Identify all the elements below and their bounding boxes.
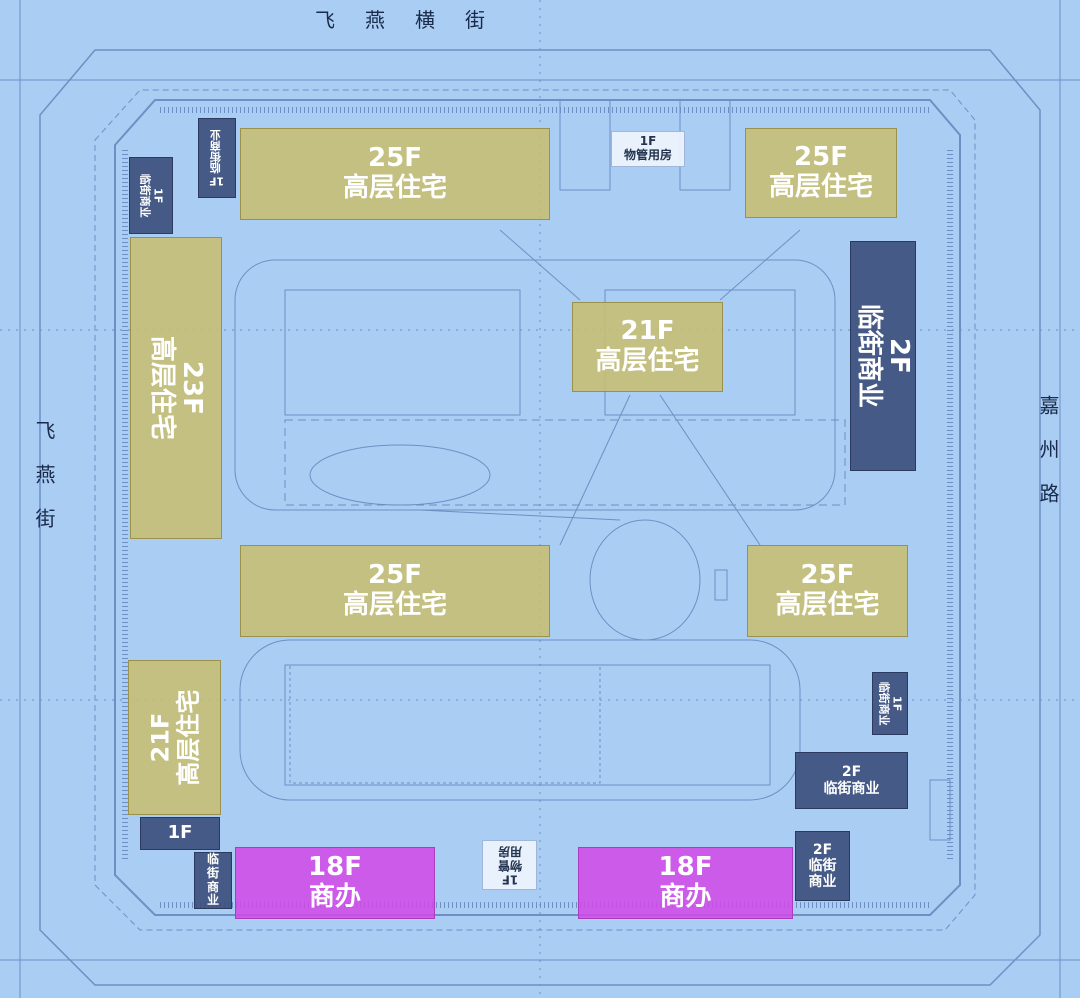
- building-use: 高层住宅: [768, 172, 873, 202]
- floor-count: 25F: [368, 560, 422, 591]
- commercial-south-west-1f: 1F: [140, 817, 220, 850]
- commercial-east: 2F 临街商业: [850, 241, 916, 471]
- building-use: 临街商业: [808, 857, 837, 891]
- building-use: 临街商业: [823, 780, 880, 797]
- rotated-label: 1F 物管用房: [495, 844, 525, 887]
- commercial-south-west-shop: 临街商业: [194, 852, 232, 909]
- floor-count: 1F: [890, 695, 904, 712]
- commercial-north-west-1: 1F 临街商业: [129, 157, 173, 234]
- building-use: 商办: [659, 882, 712, 912]
- floor-count: 1F: [639, 134, 657, 149]
- floor-count: 25F: [368, 143, 422, 174]
- building-use: 物管用房: [623, 148, 672, 162]
- building-use: 物管用房: [497, 845, 522, 873]
- floor-count: 18F: [658, 852, 713, 883]
- building-use: 高层住宅: [775, 590, 880, 620]
- office-tower-2: 18F 商办: [578, 847, 793, 919]
- rotated-label: 1F 临街商业: [209, 129, 225, 188]
- building-use: 高层住宅: [147, 335, 178, 441]
- building-use: 临街商业: [854, 303, 885, 409]
- commercial-north-west-2: 1F 临街商业: [198, 118, 236, 198]
- building-use: 临街商业: [139, 173, 152, 218]
- property-management-north: 1F 物管用房: [611, 131, 685, 167]
- floor-count: 18F: [308, 852, 362, 883]
- building-use: 临街商业: [209, 129, 223, 174]
- rotated-label: 1F 临街商业: [138, 173, 165, 218]
- rotated-label: 2F 临街商业: [853, 303, 914, 409]
- building-use: 高层住宅: [342, 590, 447, 620]
- building-use: 高层住宅: [595, 346, 700, 376]
- commercial-south-east-2: 2F 临街商业: [795, 831, 850, 901]
- property-management-south: 1F 物管用房: [482, 840, 537, 890]
- floor-count: 1F: [151, 187, 165, 204]
- street-label-west: 飞燕街: [32, 420, 56, 552]
- street-label-east: 嘉州路: [1036, 395, 1060, 527]
- residential-tower-center: 21F 高层住宅: [572, 302, 723, 392]
- floor-count: 21F: [145, 712, 174, 763]
- rotated-label: 23F 高层住宅: [146, 335, 207, 441]
- building-use: 高层住宅: [342, 173, 447, 203]
- residential-tower-north-east: 25F 高层住宅: [745, 128, 897, 218]
- building-use: 高层住宅: [173, 689, 202, 786]
- floor-count: 23F: [176, 361, 207, 415]
- rotated-label: 1F 临街商业: [877, 681, 904, 726]
- building-use: 临街商业: [878, 681, 891, 726]
- floor-count: 1F: [167, 822, 193, 844]
- residential-tower-south-2: 25F 高层住宅: [747, 545, 908, 637]
- residential-tower-south-west: 21F 高层住宅: [128, 660, 221, 815]
- commercial-south-east-1: 2F 临街商业: [795, 752, 908, 809]
- floor-count: 2F: [883, 338, 914, 374]
- floor-count: 2F: [812, 841, 833, 858]
- floor-count: 1F: [209, 174, 225, 188]
- rotated-label: 21F 高层住宅: [145, 689, 202, 786]
- floor-count: 21F: [620, 316, 675, 347]
- street-label-north: 飞燕横街: [315, 8, 515, 32]
- residential-tower-west: 23F 高层住宅: [130, 237, 222, 539]
- building-use: 临街商业: [206, 851, 219, 908]
- floor-count: 25F: [800, 560, 855, 591]
- residential-tower-north-1: 25F 高层住宅: [240, 128, 550, 220]
- residential-tower-south-1: 25F 高层住宅: [240, 545, 550, 637]
- floor-count: 1F: [501, 872, 518, 887]
- office-tower-1: 18F 商办: [235, 847, 435, 919]
- floor-count: 2F: [841, 764, 862, 781]
- floor-count: 25F: [794, 142, 848, 173]
- commercial-east-small: 1F 临街商业: [872, 672, 908, 735]
- building-use: 商办: [308, 882, 361, 912]
